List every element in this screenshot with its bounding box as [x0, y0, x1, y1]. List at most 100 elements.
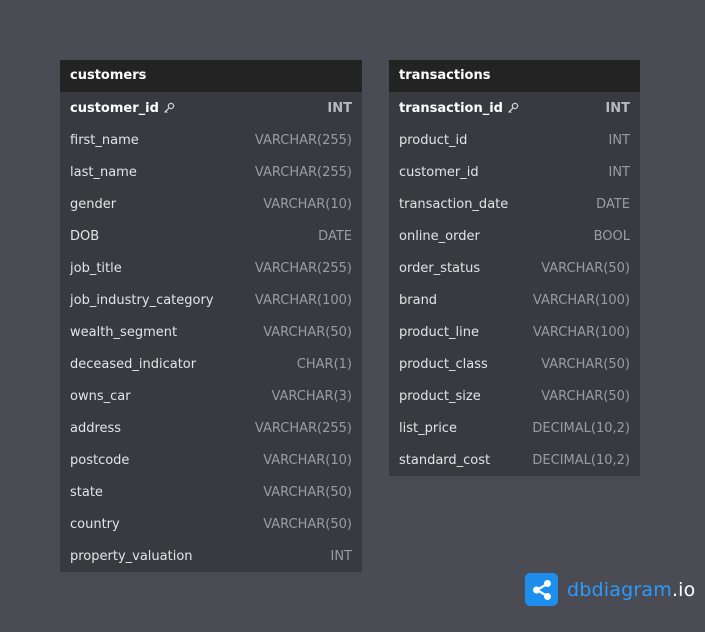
column-name-text: order_status [399, 260, 481, 276]
column-name: product_class [399, 357, 488, 372]
column-name-text: standard_cost [399, 452, 491, 468]
column-row[interactable]: order_status VARCHAR(50) [389, 252, 640, 284]
column-row[interactable]: product_size VARCHAR(50) [389, 380, 640, 412]
column-name: address [70, 421, 121, 436]
column-row[interactable]: state VARCHAR(50) [60, 476, 362, 508]
brand-tld: .io [671, 578, 696, 601]
column-type: VARCHAR(255) [254, 132, 352, 148]
column-type: VARCHAR(50) [263, 324, 352, 340]
column-name: postcode [70, 453, 129, 468]
column-name-text: property_valuation [70, 548, 193, 564]
column-name: brand [399, 293, 437, 308]
column-type: INT [327, 100, 352, 116]
column-type: VARCHAR(50) [541, 356, 630, 372]
column-name: DOB [70, 229, 99, 244]
column-row[interactable]: property_valuation INT [60, 540, 362, 572]
column-name: property_valuation [70, 549, 193, 564]
column-name-text: job_industry_category [70, 292, 214, 308]
column-name: deceased_indicator [70, 357, 196, 372]
column-name-text: job_title [70, 260, 122, 276]
table-header[interactable]: customers [60, 60, 362, 92]
column-name: product_size [399, 389, 481, 404]
column-name-text: product_line [399, 324, 479, 340]
column-row[interactable]: list_price DECIMAL(10,2) [389, 412, 640, 444]
column-name: online_order [399, 229, 480, 244]
column-name-text: last_name [70, 164, 137, 180]
column-row[interactable]: first_name VARCHAR(255) [60, 124, 362, 156]
column-name: transaction_id [399, 101, 519, 116]
column-type: INT [608, 164, 631, 180]
column-row[interactable]: standard_cost DECIMAL(10,2) [389, 444, 640, 476]
column-name: last_name [70, 165, 137, 180]
column-type: CHAR(1) [296, 356, 352, 372]
column-name: state [70, 485, 103, 500]
column-row[interactable]: job_industry_category VARCHAR(100) [60, 284, 362, 316]
primary-key-icon [163, 102, 175, 114]
column-row[interactable]: brand VARCHAR(100) [389, 284, 640, 316]
column-type: INT [330, 548, 353, 564]
column-name-text: product_size [399, 388, 481, 404]
column-name: job_industry_category [70, 293, 214, 308]
column-name-text: country [70, 516, 120, 532]
column-row[interactable]: country VARCHAR(50) [60, 508, 362, 540]
column-type: VARCHAR(255) [254, 420, 352, 436]
column-name-text: customer_id [399, 164, 479, 180]
column-type: DECIMAL(10,2) [532, 420, 630, 436]
column-name: list_price [399, 421, 457, 436]
brand-name: dbdiagram [567, 578, 672, 601]
column-type: DECIMAL(10,2) [532, 452, 630, 468]
column-name-text: owns_car [70, 388, 131, 404]
column-type: VARCHAR(255) [254, 164, 352, 180]
dbdiagram-brand[interactable]: dbdiagram.io [525, 573, 695, 606]
column-row[interactable]: product_id INT [389, 124, 640, 156]
column-name-text: product_id [399, 132, 468, 148]
column-type: DATE [318, 228, 352, 244]
column-type: INT [608, 132, 631, 148]
column-row[interactable]: deceased_indicator CHAR(1) [60, 348, 362, 380]
column-type: DATE [596, 196, 630, 212]
column-name-text: transaction_id [399, 100, 503, 116]
column-name: first_name [70, 133, 139, 148]
column-row[interactable]: DOB DATE [60, 220, 362, 252]
column-name: standard_cost [399, 453, 490, 468]
column-name: gender [70, 197, 116, 212]
column-type: VARCHAR(255) [254, 260, 352, 276]
column-type: VARCHAR(100) [254, 292, 352, 308]
column-name: country [70, 517, 120, 532]
column-type: VARCHAR(50) [541, 260, 630, 276]
column-name-text: state [70, 484, 103, 500]
column-row[interactable]: address VARCHAR(255) [60, 412, 362, 444]
column-row[interactable]: customer_id INT [389, 156, 640, 188]
column-name: customer_id [70, 101, 175, 116]
column-row[interactable]: job_title VARCHAR(255) [60, 252, 362, 284]
column-type: VARCHAR(50) [541, 388, 630, 404]
column-type: VARCHAR(100) [532, 292, 630, 308]
column-name: customer_id [399, 165, 479, 180]
column-name-text: list_price [399, 420, 457, 436]
column-type: VARCHAR(50) [263, 516, 352, 532]
column-name: order_status [399, 261, 480, 276]
brand-wordmark: dbdiagram.io [567, 579, 695, 601]
column-row[interactable]: customer_id INT [60, 92, 362, 124]
column-row[interactable]: product_class VARCHAR(50) [389, 348, 640, 380]
column-name-text: customer_id [70, 100, 159, 116]
share-nodes-icon [525, 573, 558, 606]
column-name-text: brand [399, 292, 438, 308]
column-row[interactable]: last_name VARCHAR(255) [60, 156, 362, 188]
table-header[interactable]: transactions [389, 60, 640, 92]
column-name: product_id [399, 133, 467, 148]
column-name: job_title [70, 261, 122, 276]
column-type: VARCHAR(50) [263, 484, 352, 500]
